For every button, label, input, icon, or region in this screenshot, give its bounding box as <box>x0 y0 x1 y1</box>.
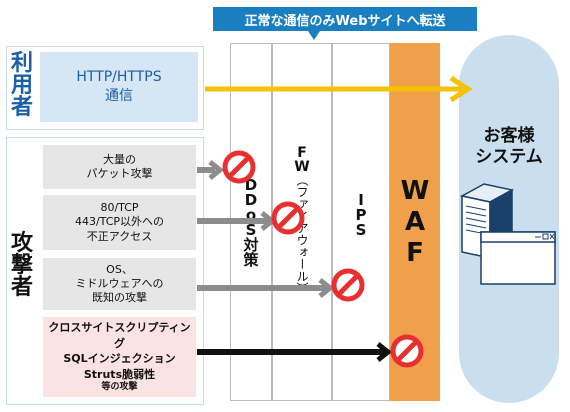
user-box-text: HTTP/HTTPS 通信 <box>76 69 162 104</box>
attack-box-webapp: クロスサイトスクリプティング SQLインジェクション Struts脆弱性 等の攻… <box>43 317 196 397</box>
user-box: HTTP/HTTPS 通信 <box>40 52 198 122</box>
attack-box-port: 80/TCP 443/TCP以外への 不正アクセス <box>43 195 196 250</box>
system-label: お客様 システム <box>475 126 543 168</box>
user-label: 利用者 <box>10 51 33 120</box>
attack-box-os: OS、 ミドルウェアへの 既知の攻撃 <box>43 258 196 310</box>
banner <box>213 7 477 31</box>
banner-text: 正常な通信のみWebサイトへ転送 <box>244 14 446 29</box>
ddos-block-icon <box>222 150 256 184</box>
attack-text-port: 80/TCP 443/TCP以外への 不正アクセス <box>74 201 165 243</box>
attack-text-packet: 大量の パケット攻撃 <box>86 152 153 180</box>
ips-column <box>332 43 390 401</box>
attack-text-webapp: クロスサイトスクリプティング SQLインジェクション Struts脆弱性 <box>48 321 191 381</box>
attack-box-packet: 大量の パケット攻撃 <box>43 145 196 189</box>
attack-text-os: OS、 ミドルウェアへの 既知の攻撃 <box>75 262 164 305</box>
attacker-label: 攻撃者 <box>10 231 33 300</box>
attack-text-webapp-suffix: 等の攻撃 <box>101 381 138 392</box>
ips-block-icon <box>331 268 365 302</box>
fw-block-icon <box>271 201 305 235</box>
waf-block-icon <box>390 334 424 368</box>
browser-window-icon <box>480 231 556 285</box>
